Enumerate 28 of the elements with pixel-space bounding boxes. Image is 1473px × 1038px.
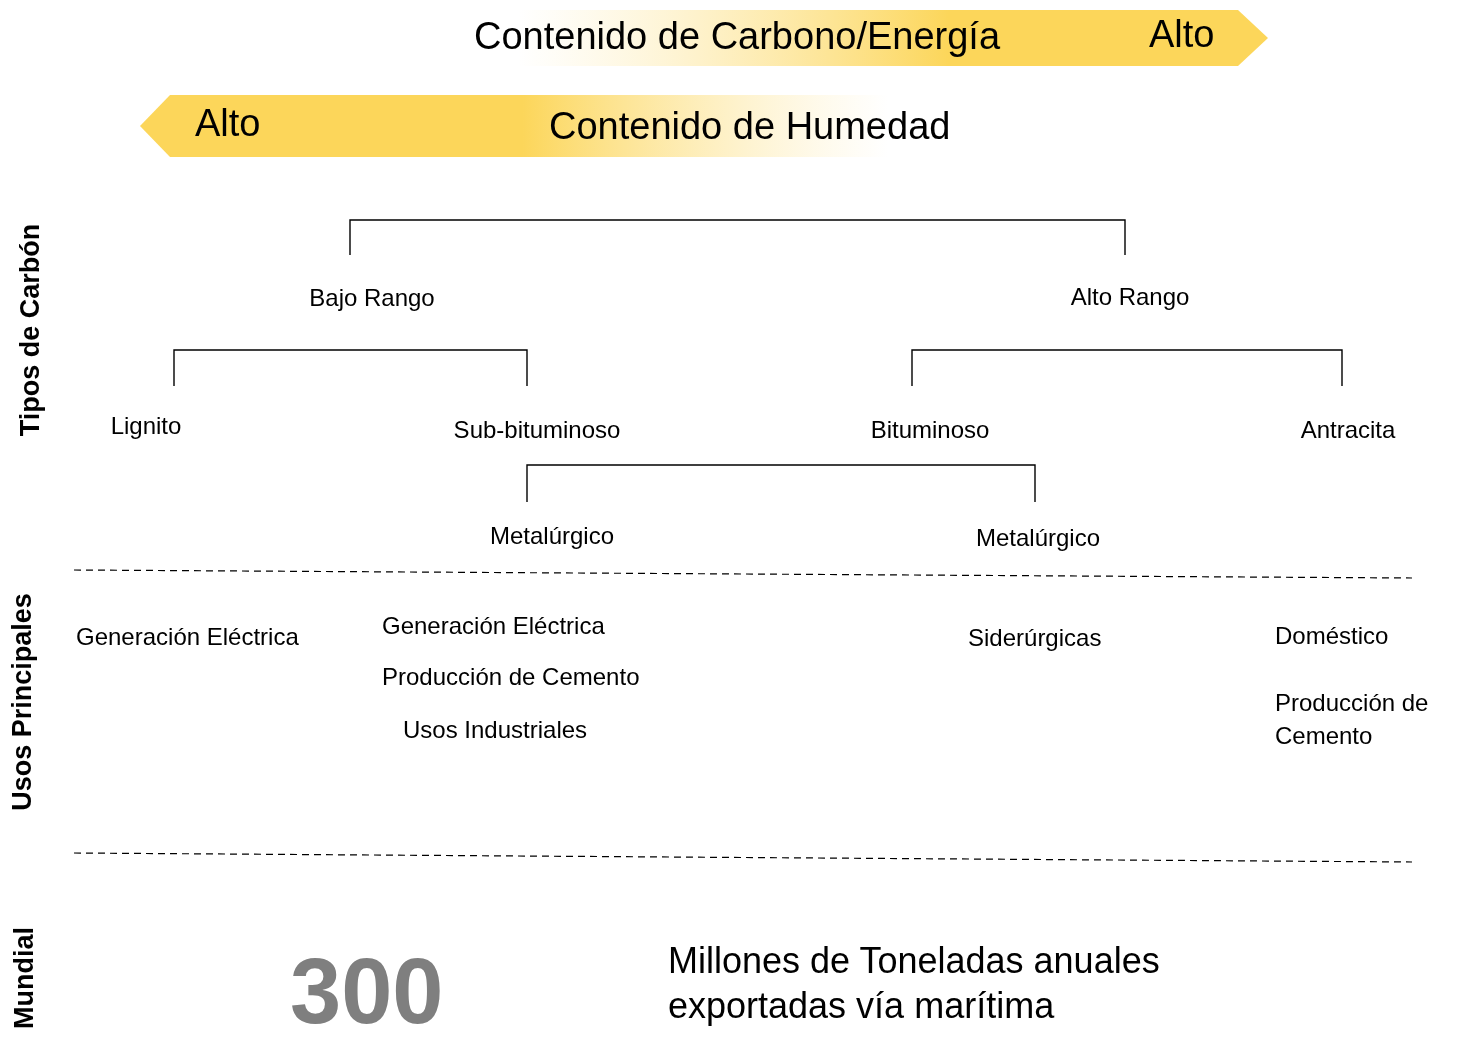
use-label: Producción de Cemento (382, 662, 640, 692)
category-label: Sub-bituminoso (453, 386, 621, 444)
use-label: Usos Industriales (403, 715, 588, 745)
section-label: Usos Principales (6, 593, 38, 811)
bracket-connector (349, 219, 1126, 256)
use-label: Doméstico (1275, 621, 1389, 651)
bracket-connector (173, 349, 528, 387)
category-label: Metalúrgico (489, 502, 615, 550)
use-label: Generación Eléctrica (76, 622, 299, 652)
use-label: Siderúrgicas (968, 623, 1102, 653)
band-label: Contenido de Humedad (549, 104, 951, 148)
section-label: Tipos de Carbón (14, 223, 46, 437)
category-label: Antracita (1300, 386, 1396, 444)
bracket-connector (911, 349, 1343, 387)
band-label: Alto (195, 101, 261, 145)
use-label: Producción de Cemento (1275, 688, 1430, 751)
category-label: Lignito (110, 386, 182, 440)
statistic-description: Millones de Toneladas anuales exportadas vía marítima (668, 939, 1161, 1028)
band-label: Contenido de Carbono/Energía (474, 14, 1001, 58)
bracket-connector (526, 464, 1036, 503)
category-label: Bajo Rango (309, 255, 435, 312)
category-label: Bituminoso (870, 386, 990, 444)
band-label: Alto (1149, 12, 1215, 56)
category-label: Alto Rango (1070, 255, 1190, 311)
statistic-number: 300 (290, 946, 444, 1036)
category-label: Metalúrgico (975, 502, 1101, 552)
use-label: Generación Eléctrica (382, 611, 605, 641)
section-label: Mundial (8, 927, 40, 1029)
